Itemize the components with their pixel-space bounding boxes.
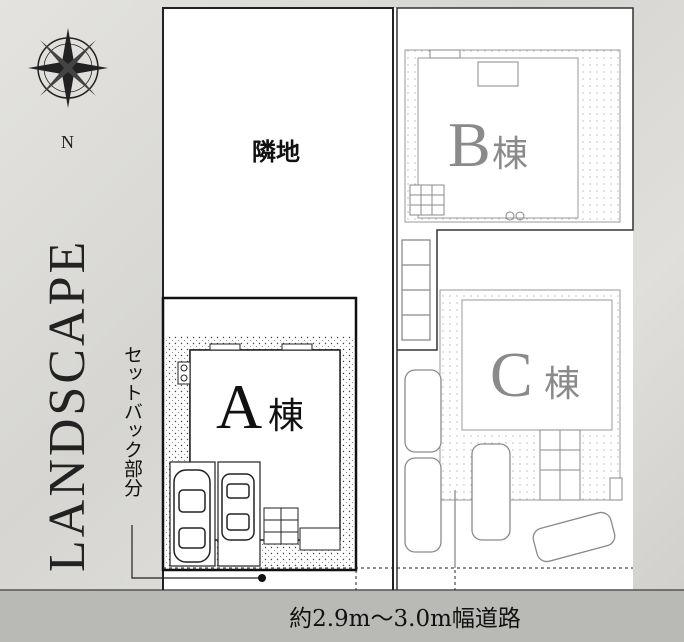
block-c-suffix: 棟 xyxy=(544,364,580,405)
compass-icon xyxy=(28,28,108,108)
block-a: A 棟 xyxy=(161,296,358,572)
block-a-letter: A xyxy=(216,371,262,442)
north-label: N xyxy=(61,132,74,152)
block-b-letter: B xyxy=(448,109,491,180)
block-c-letter: C xyxy=(490,339,533,410)
block-b: B 棟 xyxy=(396,7,634,590)
neighbor-label: 隣地 xyxy=(252,138,300,166)
block-c: C 棟 xyxy=(439,289,623,501)
setback-label: セットバック部分 xyxy=(121,345,143,497)
side-title: LANDSCAPE xyxy=(39,239,96,572)
road-label: 約2.9m〜3.0m幅道路 xyxy=(289,606,521,632)
parking-right xyxy=(401,239,616,568)
block-a-suffix: 棟 xyxy=(268,396,304,437)
block-b-suffix: 棟 xyxy=(492,134,528,175)
road xyxy=(0,590,684,642)
